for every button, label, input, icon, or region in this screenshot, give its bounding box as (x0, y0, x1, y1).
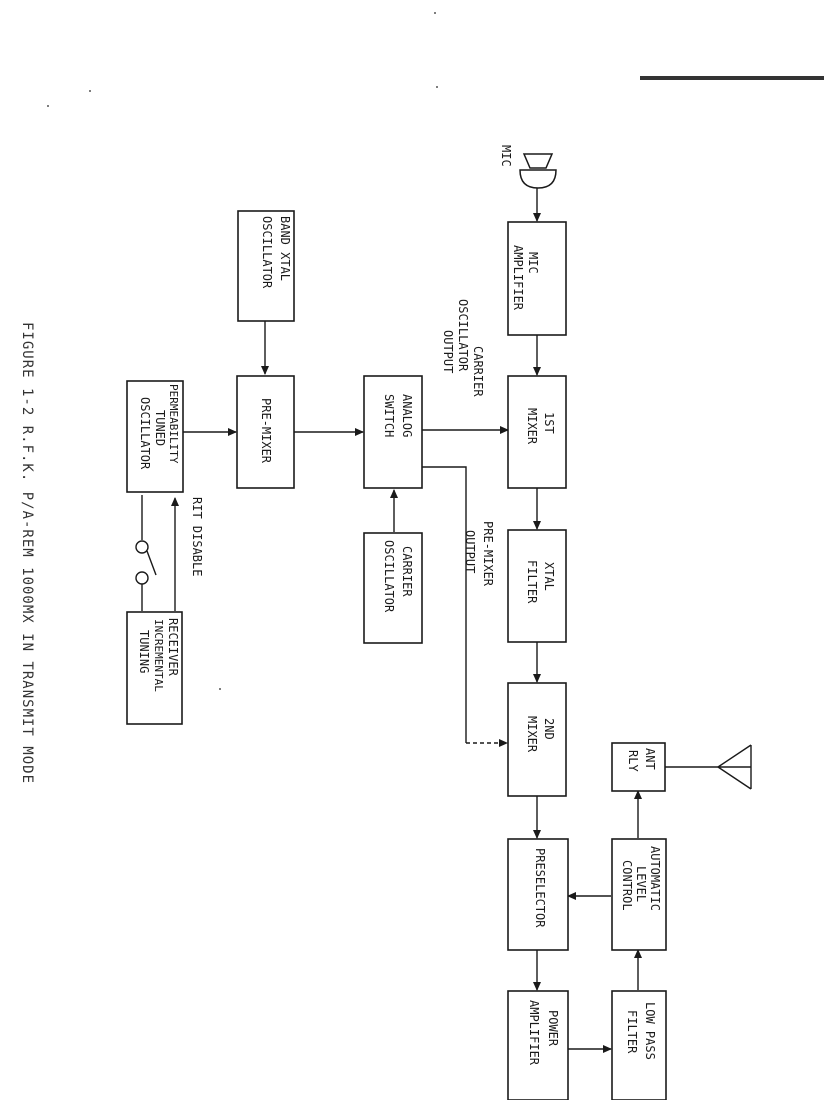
cosc-out-line1: CARRIER (471, 346, 485, 397)
carrier-oscillator-block: CARRIER OSCILLATOR (363, 532, 423, 644)
low-pass-filter-block: LOW PASS FILTER (611, 990, 667, 1100)
pto-line1: PERMEABILITY (167, 384, 180, 464)
cosc-out-line2: OSCILLATOR (456, 299, 470, 372)
band-xtal-line2: OSCILLATOR (260, 216, 274, 289)
first-mixer-line1: 1ST (542, 412, 556, 434)
svg-text:AMPLIFIER: AMPLIFIER (511, 245, 525, 311)
antenna-icon (717, 744, 752, 790)
pre-mixer-line1: PRE-MIXER (259, 398, 273, 464)
permeability-tuned-oscillator-block: PERMEABILITY TUNED OSCILLATOR (126, 380, 184, 493)
microphone-icon (519, 153, 557, 189)
ant-rly-block: ANT RLY (611, 742, 666, 792)
second-mixer-line2: MIXER (525, 716, 539, 753)
scan-bar (640, 76, 824, 80)
band-xtal-line1: BAND XTAL (278, 216, 292, 281)
analog-switch-line2: SWITCH (382, 394, 396, 437)
power-amplifier-line1: POWER (546, 1010, 560, 1047)
premix-out-line1: PRE-MIXER (481, 521, 495, 587)
alc-line1: AUTOMATIC (648, 846, 662, 911)
first-mixer-block: 1ST MIXER (507, 375, 567, 489)
xtal-filter-line1: XTAL (542, 562, 556, 591)
rit-switch-lever (146, 550, 157, 576)
alc-line2: LEVEL (634, 866, 648, 902)
automatic-level-control-block: AUTOMATIC LEVEL CONTROL (611, 838, 667, 951)
premix-out-line2: OUTPUT (463, 530, 477, 573)
power-amplifier-block: POWER AMPLIFIER (507, 990, 569, 1100)
rit-block-line2: INCREMENTAL (152, 619, 165, 692)
carrier-osc-line2: OSCILLATOR (382, 540, 396, 613)
mic-amplifier-block: MIC AMPLIFIER (507, 221, 567, 336)
mic-amplifier-line2: AMPLIFIER (511, 245, 525, 311)
second-mixer-line1: 2ND (542, 718, 556, 740)
mic-label: MIC (499, 145, 513, 167)
scan-artifacts (47, 12, 824, 690)
rit-disable-label: RIT DISABLE (190, 497, 204, 576)
power-amplifier-line2: AMPLIFIER (527, 1000, 541, 1066)
preselector-line1: PRESELECTOR (533, 848, 547, 928)
ant-rly-line1: ANT (643, 748, 657, 770)
mic-amplifier-line1: MIC (526, 252, 540, 274)
connections (135, 186, 718, 1053)
pre-mixer-output-label: PRE-MIXER OUTPUT (463, 521, 495, 587)
cosc-out-line3: OUTPUT (441, 330, 455, 373)
first-mixer-line2: MIXER (525, 408, 539, 445)
rit-switch-contact-upper (135, 540, 149, 554)
pre-mixer-block: PRE-MIXER (236, 375, 295, 489)
rit-switch-contact-lower (135, 571, 149, 585)
receiver-incremental-tuning-block: RECEIVER INCREMENTAL TUNING (126, 611, 183, 725)
alc-line3: CONTROL (620, 860, 634, 911)
rit-block-line3: TUNING (137, 630, 151, 673)
second-mixer-block: 2ND MIXER (507, 682, 567, 797)
figure-caption: FIGURE 1-2 R.F.K. P/A-REM 1000MX IN TRAN… (19, 322, 35, 784)
pto-line3: OSCILLATOR (138, 397, 152, 470)
preselector-block: PRESELECTOR (507, 838, 569, 951)
low-pass-filter-line1: LOW PASS (643, 1002, 657, 1060)
xtal-filter-block: XTAL FILTER (507, 529, 567, 643)
svg-text:MIC: MIC (526, 252, 540, 274)
rit-block-line1: RECEIVER (166, 618, 180, 677)
xtal-filter-line2: FILTER (525, 560, 539, 604)
pto-line2: TUNED (153, 410, 167, 446)
analog-switch-block: ANALOG SWITCH (363, 375, 423, 489)
carrier-osc-line1: CARRIER (400, 546, 414, 597)
band-xtal-oscillator-block: BAND XTAL OSCILLATOR (237, 210, 295, 322)
low-pass-filter-line2: FILTER (625, 1010, 639, 1054)
carrier-oscillator-output-label: CARRIER OSCILLATOR OUTPUT (441, 299, 485, 397)
analog-switch-line1: ANALOG (400, 394, 414, 437)
wire-premixer-output (422, 466, 467, 743)
ant-rly-line2: RLY (626, 750, 640, 772)
